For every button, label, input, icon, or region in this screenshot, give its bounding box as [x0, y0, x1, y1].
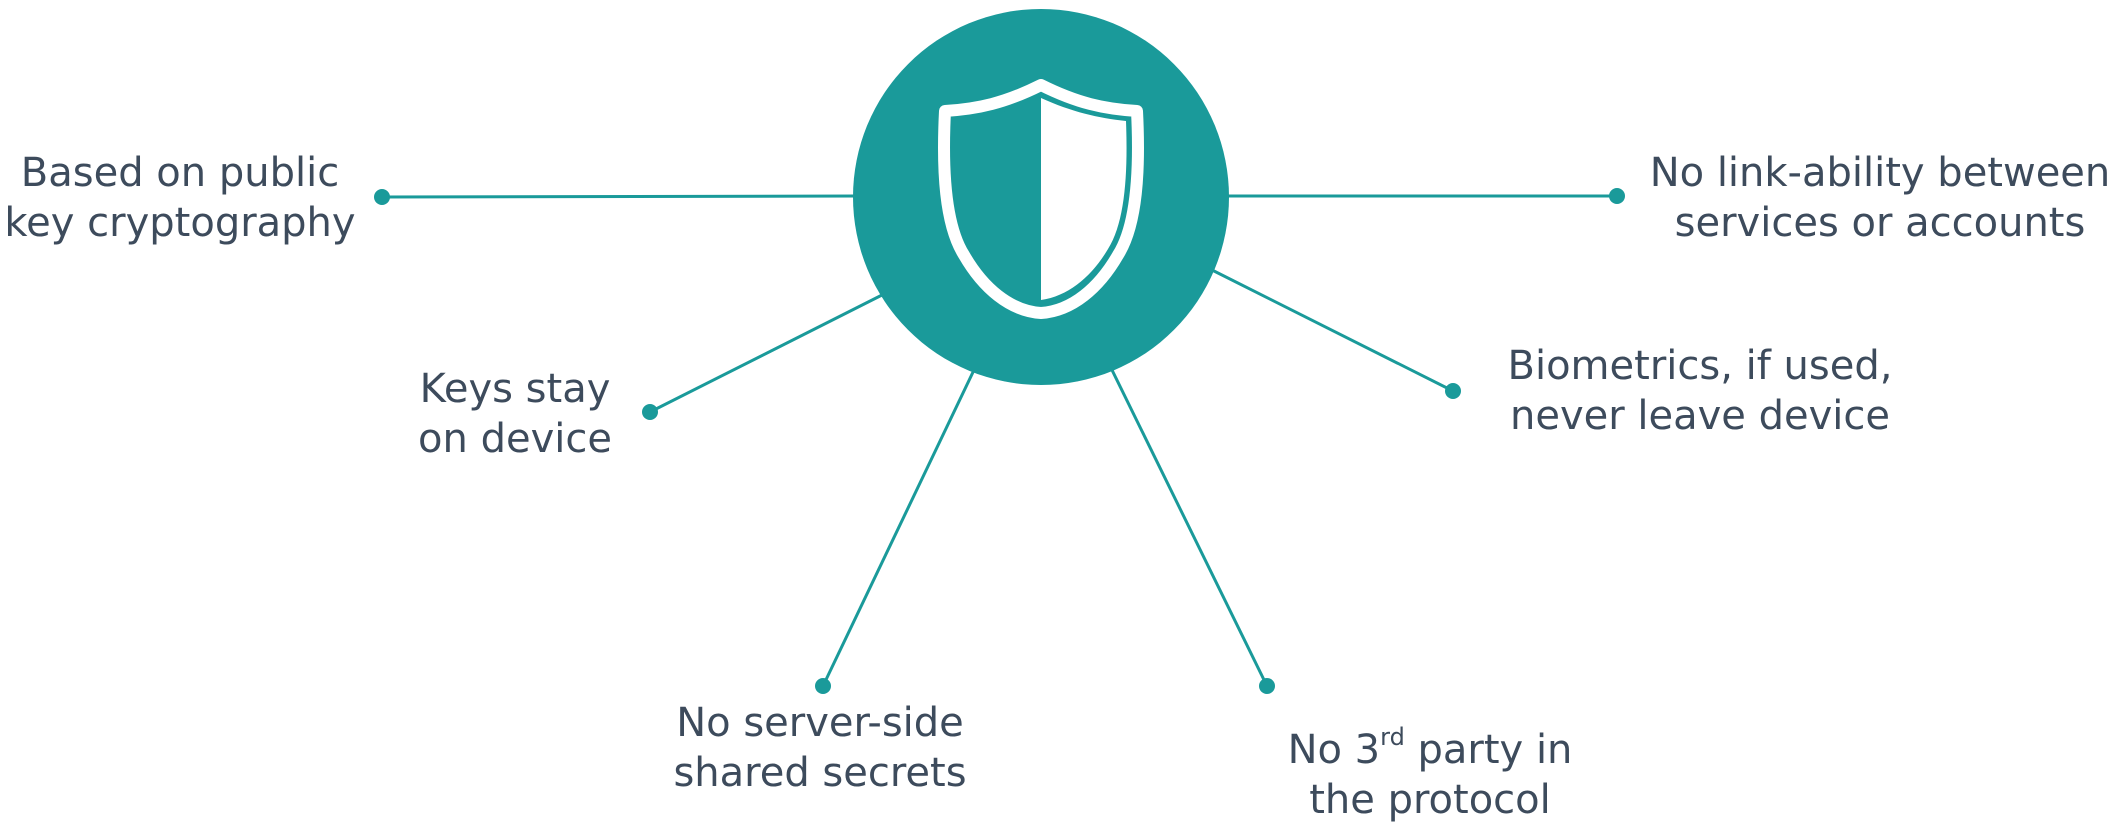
feature-label-line: Keys stay	[419, 366, 611, 412]
feature-label-line: key cryptography	[4, 200, 356, 246]
endpoint-dot-keys-on-device	[642, 404, 658, 420]
feature-label-no-linkability: No link-ability between services or acco…	[1640, 148, 2120, 248]
connector-public-key	[381, 194, 859, 199]
shield-icon	[938, 79, 1144, 319]
endpoint-dot-no-shared-secrets	[815, 678, 831, 694]
feature-label-no-third-party: No 3rd party in the protocol	[1270, 725, 1590, 825]
feature-label-line: No link-ability between	[1649, 150, 2111, 196]
endpoint-dot-public-key	[374, 189, 390, 205]
feature-label-text: party in	[1404, 727, 1573, 773]
feature-label-no-shared-secrets: No server-side shared secrets	[660, 698, 980, 798]
feature-label-public-key: Based on public key cryptography	[0, 148, 360, 248]
feature-label-line: No server-side	[676, 700, 964, 746]
connector-keys-on-device	[649, 291, 887, 414]
feature-label-text: No 3	[1287, 727, 1381, 773]
endpoint-dot-no-third-party	[1259, 678, 1275, 694]
feature-label-line: never leave device	[1509, 393, 1891, 439]
feature-label-line: Based on public	[20, 150, 340, 196]
endpoint-dot-biometrics	[1445, 383, 1461, 399]
feature-label-keys-on-device: Keys stay on device	[400, 364, 630, 464]
ordinal-suffix: rd	[1380, 722, 1405, 751]
connector-biometrics	[1211, 268, 1454, 393]
feature-label-line: the protocol	[1309, 777, 1551, 823]
connector-no-shared-secrets	[821, 369, 976, 687]
feature-label-line: services or accounts	[1674, 200, 2086, 246]
connector-no-third-party	[1110, 369, 1269, 687]
feature-label-line: shared secrets	[673, 750, 967, 796]
feature-label-biometrics: Biometrics, if used, never leave device	[1490, 341, 1910, 441]
feature-label-line: No 3rd party in	[1270, 725, 1590, 775]
endpoint-dot-no-linkability	[1609, 188, 1625, 204]
feature-label-line: Biometrics, if used,	[1507, 343, 1893, 389]
feature-label-line: on device	[418, 416, 612, 462]
